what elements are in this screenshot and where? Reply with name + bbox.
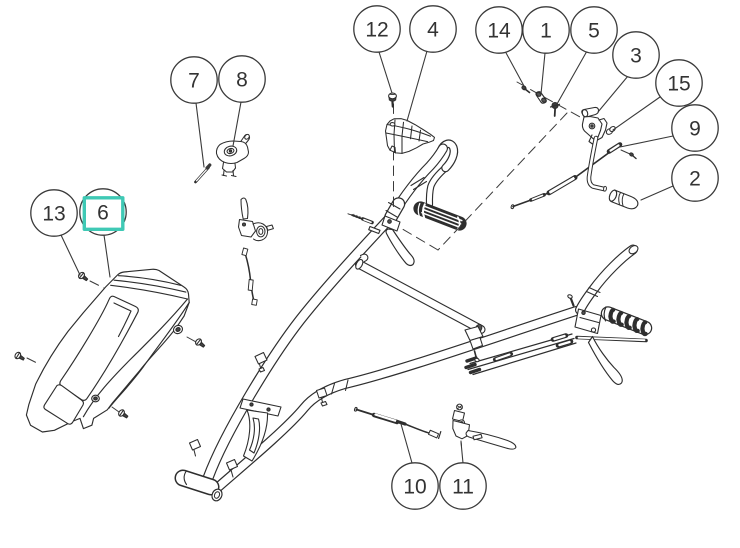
svg-text:8: 8 bbox=[236, 69, 248, 92]
svg-text:1: 1 bbox=[540, 20, 552, 43]
svg-text:12: 12 bbox=[365, 19, 388, 42]
svg-text:10: 10 bbox=[403, 476, 426, 499]
svg-text:2: 2 bbox=[689, 168, 701, 191]
svg-text:14: 14 bbox=[487, 20, 511, 43]
svg-text:9: 9 bbox=[689, 118, 701, 141]
svg-text:13: 13 bbox=[42, 203, 65, 226]
svg-text:15: 15 bbox=[667, 73, 690, 96]
svg-text:3: 3 bbox=[630, 45, 642, 68]
svg-text:6: 6 bbox=[97, 202, 109, 225]
svg-text:7: 7 bbox=[188, 70, 200, 93]
svg-text:4: 4 bbox=[427, 19, 439, 42]
svg-text:5: 5 bbox=[588, 20, 600, 43]
svg-text:11: 11 bbox=[452, 476, 474, 499]
